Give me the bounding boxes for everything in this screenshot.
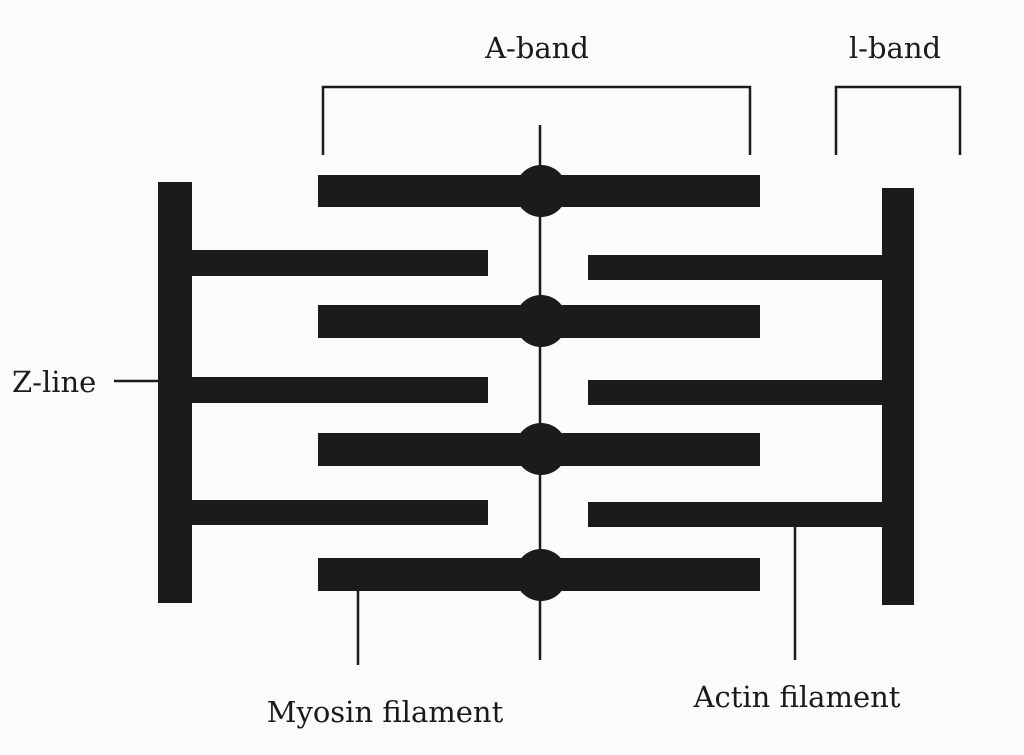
actin-filament bbox=[190, 250, 488, 276]
z-line-label: Z-line bbox=[12, 365, 96, 399]
myosin-center bbox=[515, 549, 567, 601]
a-band-label: A-band bbox=[484, 31, 589, 65]
z-line-left bbox=[158, 182, 192, 603]
actin-filament bbox=[588, 380, 884, 405]
myosin-center bbox=[515, 423, 567, 475]
z-line-right bbox=[882, 188, 914, 605]
actin-filament bbox=[588, 255, 884, 280]
actin-filaments bbox=[190, 250, 884, 527]
i-band-bracket bbox=[834, 85, 962, 155]
actin-filament bbox=[190, 377, 488, 403]
actin-filament bbox=[588, 502, 884, 527]
i-band-label: l-band bbox=[849, 31, 941, 65]
myosin-center bbox=[515, 165, 567, 217]
myosin-filaments bbox=[318, 165, 760, 601]
myosin-label: Myosin filament bbox=[267, 695, 504, 729]
actin-label: Actin filament bbox=[693, 680, 901, 714]
a-band-bracket bbox=[321, 85, 752, 155]
actin-filament bbox=[190, 500, 488, 525]
myosin-center bbox=[515, 295, 567, 347]
